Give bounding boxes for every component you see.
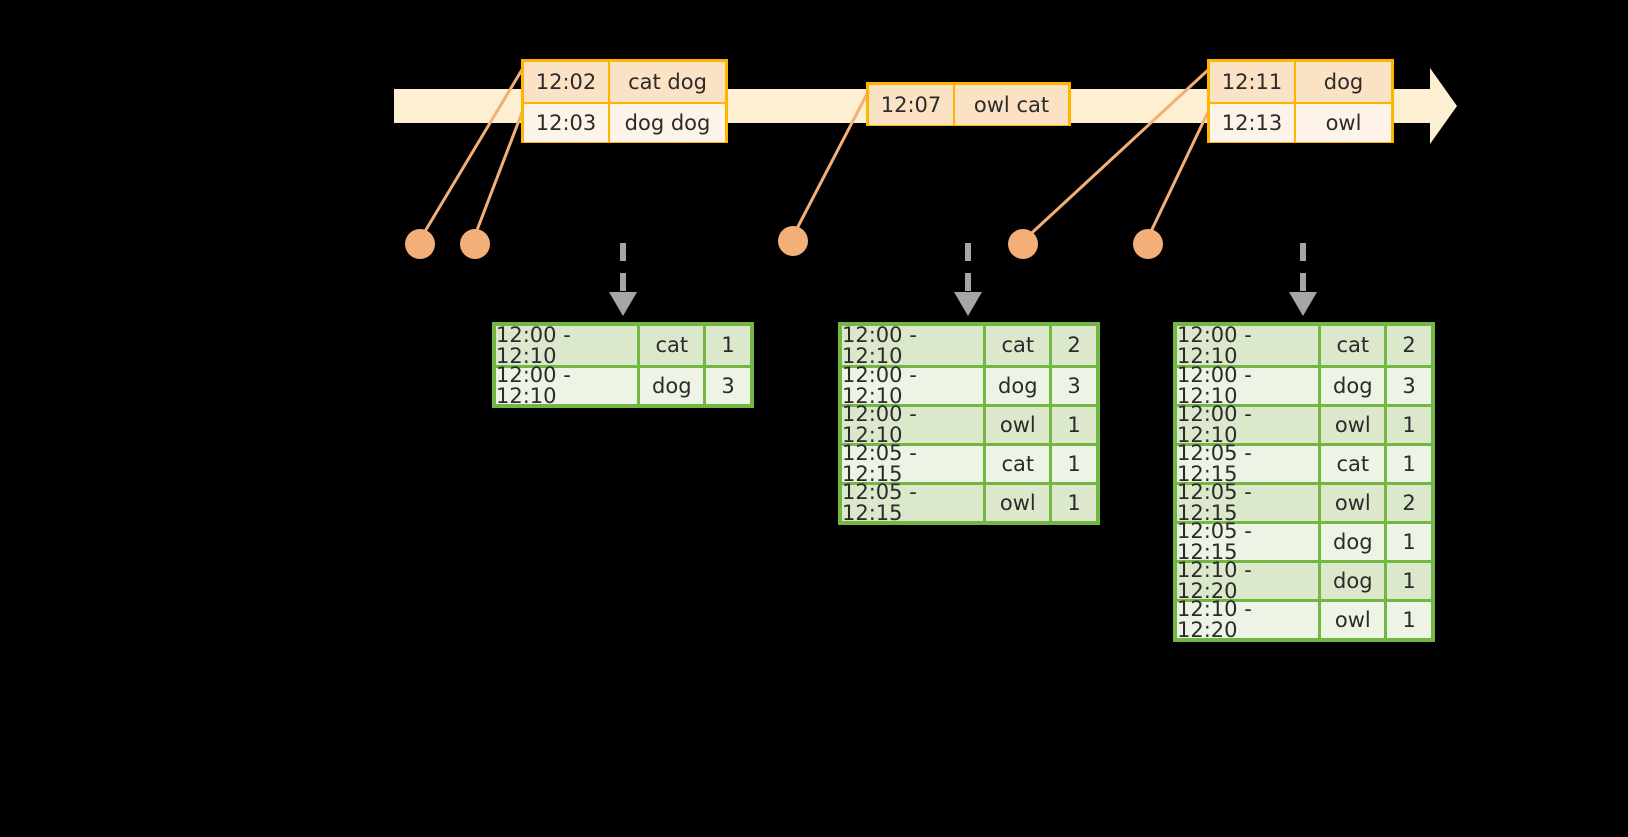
event-words: dog dog xyxy=(610,104,725,142)
word-cell: dog xyxy=(1321,524,1388,560)
count-cell: 1 xyxy=(1387,563,1431,599)
count-cell: 2 xyxy=(1387,326,1431,365)
event-row[interactable]: 12:03 dog dog xyxy=(524,102,725,142)
count-cell: 1 xyxy=(706,326,750,365)
event-box-group-3[interactable]: 12:11 dog 12:13 owl xyxy=(1207,59,1394,143)
window-cell: 12:10 - 12:20 xyxy=(1177,560,1322,602)
word-cell: cat xyxy=(640,326,707,365)
count-cell: 2 xyxy=(1387,485,1431,521)
count-cell: 3 xyxy=(1052,368,1096,404)
event-box-group-1[interactable]: 12:02 cat dog 12:03 dog dog xyxy=(521,59,728,143)
count-cell: 1 xyxy=(1387,524,1431,560)
window-cell: 12:05 - 12:15 xyxy=(1177,443,1322,485)
word-cell: owl xyxy=(1321,602,1388,638)
event-time: 12:03 xyxy=(524,104,610,142)
event-time: 12:13 xyxy=(1210,104,1296,142)
count-cell: 1 xyxy=(1387,407,1431,443)
window-cell: 12:00 - 12:10 xyxy=(1177,365,1322,407)
event-box-group-2[interactable]: 12:07 owl cat xyxy=(866,82,1071,126)
event-time: 12:02 xyxy=(524,62,610,102)
count-cell: 1 xyxy=(1052,407,1096,443)
event-words: dog xyxy=(1296,62,1391,102)
count-cell: 1 xyxy=(1387,602,1431,638)
event-row[interactable]: 12:11 dog xyxy=(1210,62,1391,102)
event-time: 12:11 xyxy=(1210,62,1296,102)
word-cell: cat xyxy=(986,446,1053,482)
event-row[interactable]: 12:13 owl xyxy=(1210,102,1391,142)
window-cell: 12:00 - 12:10 xyxy=(1177,324,1322,366)
event-words: owl cat xyxy=(955,85,1068,125)
count-cell: 3 xyxy=(706,368,750,404)
event-row[interactable]: 12:07 owl cat xyxy=(869,85,1068,125)
event-words: cat dog xyxy=(610,62,725,102)
window-cell: 12:05 - 12:15 xyxy=(1177,521,1322,563)
window-cell: 12:05 - 12:15 xyxy=(1177,482,1322,524)
window-cell: 12:00 - 12:10 xyxy=(1177,404,1322,446)
word-cell: dog xyxy=(986,368,1053,404)
window-cell: 12:10 - 12:20 xyxy=(1177,599,1322,641)
word-cell: cat xyxy=(1321,326,1388,365)
word-cell: owl xyxy=(1321,485,1388,521)
window-cell: 12:00 - 12:10 xyxy=(842,324,987,366)
window-cell: 12:00 - 12:10 xyxy=(842,365,987,407)
count-cell: 3 xyxy=(1387,368,1431,404)
window-cell: 12:05 - 12:15 xyxy=(842,482,987,524)
count-cell: 1 xyxy=(1387,446,1431,482)
word-cell: owl xyxy=(1321,407,1388,443)
event-words: owl xyxy=(1296,104,1391,142)
word-cell: dog xyxy=(640,368,707,404)
window-cell: 12:00 - 12:10 xyxy=(842,404,987,446)
word-cell: dog xyxy=(1321,563,1388,599)
count-cell: 1 xyxy=(1052,485,1096,521)
event-time: 12:07 xyxy=(869,85,955,125)
window-cell: 12:00 - 12:10 xyxy=(496,365,641,407)
event-row[interactable]: 12:02 cat dog xyxy=(524,62,725,102)
word-cell: owl xyxy=(986,485,1053,521)
word-cell: owl xyxy=(986,407,1053,443)
count-cell: 2 xyxy=(1052,326,1096,365)
word-cell: cat xyxy=(1321,446,1388,482)
word-cell: cat xyxy=(986,326,1053,365)
word-cell: dog xyxy=(1321,368,1388,404)
timeline-arrow-head-icon xyxy=(1400,66,1458,146)
window-cell: 12:00 - 12:10 xyxy=(496,324,641,366)
count-cell: 1 xyxy=(1052,446,1096,482)
window-cell: 12:05 - 12:15 xyxy=(842,443,987,485)
